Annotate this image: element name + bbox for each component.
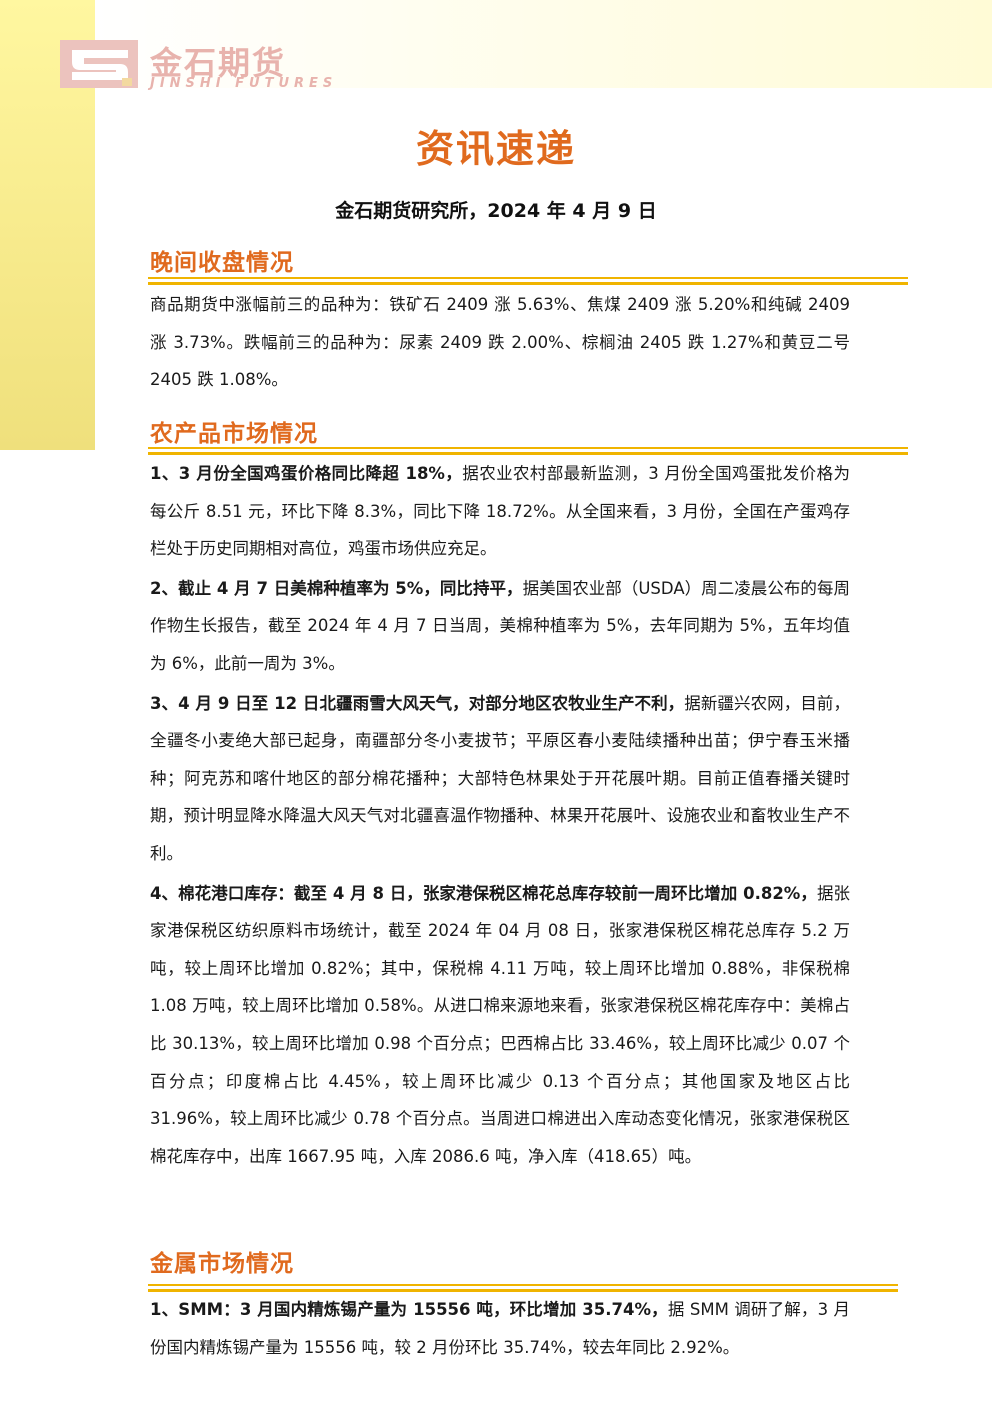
news-body: 据农业农村部最新监测，3 月份全国鸡蛋批发价格为每公斤 8.51 元，环比下降 … — [150, 464, 850, 559]
news-item: 1、3 月份全国鸡蛋价格同比降超 18%，据农业农村部最新监测，3 月份全国鸡蛋… — [150, 455, 850, 568]
jinshi-logo-mark — [60, 40, 138, 88]
news-body: 据新疆兴农网，目前，全疆冬小麦绝大部已起身，南疆部分冬小麦拔节；平原区春小麦陆续… — [150, 693, 850, 863]
header-band — [95, 0, 992, 88]
section-body-evening: 商品期货中涨幅前三的品种为：铁矿石 2409 涨 5.63%、焦煤 2409 涨… — [150, 286, 850, 401]
news-body: 据美国农业部（USDA）周二凌晨公布的每周作物生长报告，截至 2024 年 4 … — [150, 578, 850, 673]
news-item: 1、SMM：3 月国内精炼锡产量为 15556 吨，环比增加 35.74%，据 … — [150, 1291, 850, 1366]
brand-name-cn: 金石期货 — [150, 44, 287, 82]
news-lead: 1、SMM：3 月国内精炼锡产量为 15556 吨，环比增加 35.74%， — [150, 1300, 668, 1319]
news-lead: 3、4 月 9 日至 12 日北疆雨雪大风天气，对部分地区农牧业生产不利， — [150, 693, 685, 713]
news-item: 4、棉花港口库存：截至 4 月 8 日，张家港保税区棉花总库存较前一周环比增加 … — [150, 875, 850, 1176]
section-heading-metal: 金属市场情况 — [150, 1251, 294, 1277]
section-heading-agri: 农产品市场情况 — [150, 421, 318, 447]
document-title: 资讯速递 — [415, 127, 576, 171]
news-lead: 4、棉花港口库存：截至 4 月 8 日，张家港保税区棉花总库存较前一周环比增加 … — [150, 883, 817, 903]
brand-logo: 金石期货 JINSHI FUTURES — [58, 38, 348, 98]
news-item: 3、4 月 9 日至 12 日北疆雨雪大风天气，对部分地区农牧业生产不利，据新疆… — [150, 685, 850, 873]
section-rule-evening — [148, 277, 908, 285]
news-body: 据张家港保税区纺织原料市场统计，截至 2024 年 04 月 08 日，张家港保… — [150, 883, 850, 1166]
section-body-metal: 1、SMM：3 月国内精炼锡产量为 15556 吨，环比增加 35.74%，据 … — [150, 1291, 850, 1368]
section-rule-agri — [148, 447, 908, 455]
section-body-agri: 1、3 月份全国鸡蛋价格同比降超 18%，据农业农村部最新监测，3 月份全国鸡蛋… — [150, 455, 850, 1177]
section-heading-evening: 晚间收盘情况 — [150, 250, 294, 276]
brand-name-en: JINSHI FUTURES — [150, 76, 338, 91]
news-lead: 2、截止 4 月 7 日美棉种植率为 5%，同比持平， — [150, 578, 523, 598]
document-subtitle: 金石期货研究所，2024 年 4 月 9 日 — [335, 200, 657, 222]
news-body: 据 SMM 调研了解，3 月份国内精炼锡产量为 15556 吨，较 2 月份环比… — [150, 1300, 850, 1357]
news-lead: 1、3 月份全国鸡蛋价格同比降超 18%， — [150, 464, 463, 483]
paragraph: 商品期货中涨幅前三的品种为：铁矿石 2409 涨 5.63%、焦煤 2409 涨… — [150, 295, 850, 390]
section-rule-metal — [148, 1284, 898, 1292]
news-item: 2、截止 4 月 7 日美棉种植率为 5%，同比持平，据美国农业部（USDA）周… — [150, 570, 850, 683]
